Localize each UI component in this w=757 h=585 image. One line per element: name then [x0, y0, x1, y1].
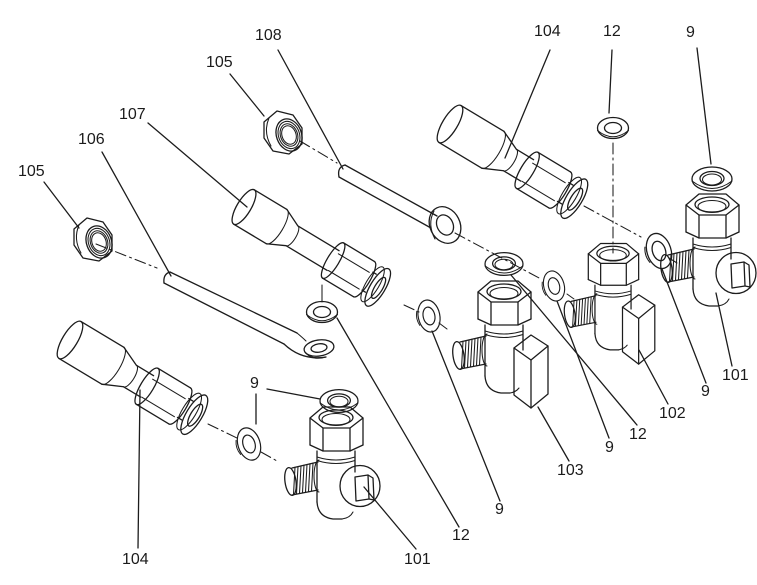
washer-12-bottom	[305, 300, 339, 324]
callout-101-bottom: 101	[404, 551, 431, 568]
callout-102: 102	[659, 405, 686, 422]
valve-103	[451, 281, 548, 408]
callout-9-top: 9	[686, 24, 695, 41]
nut-105-top	[263, 110, 308, 156]
washer-12-top	[596, 116, 630, 140]
valve-102	[563, 243, 655, 364]
washer-9-bottomleft	[231, 424, 266, 465]
callout-9-lower: 9	[495, 501, 504, 518]
callout-12-mid: 12	[629, 426, 647, 443]
callout-9-bottomleft: 9	[250, 375, 259, 392]
tube-108	[337, 164, 462, 244]
washer-9-mid	[538, 268, 569, 305]
callout-106: 106	[78, 131, 105, 148]
nut-105-left	[73, 217, 118, 263]
callout-12-top: 12	[603, 23, 621, 40]
callout-9-right: 9	[701, 383, 710, 400]
tube-assembly-104-bottom	[51, 316, 214, 439]
callout-103: 103	[557, 462, 584, 479]
callout-104-top: 104	[534, 23, 561, 40]
tube-106	[163, 271, 335, 359]
tube-assembly-104-top	[431, 100, 594, 223]
callout-105-left: 105	[18, 163, 45, 180]
leader-lines	[43, 47, 733, 550]
callout-108: 108	[255, 27, 282, 44]
valve-101-right	[659, 194, 756, 306]
callout-104-bottom: 104	[122, 551, 149, 568]
valve-101-bottom	[283, 407, 380, 519]
seat-ring-9-right	[691, 166, 733, 192]
tube-assembly-107	[226, 184, 396, 311]
washer-9-left	[412, 297, 444, 336]
callout-9-mid: 9	[605, 439, 614, 456]
callout-105-top: 105	[206, 54, 233, 71]
callout-107: 107	[119, 106, 146, 123]
assembly-axes	[95, 140, 678, 462]
callout-101-right: 101	[722, 367, 749, 384]
callout-12-bottom: 12	[452, 527, 470, 544]
seat-ring-9-center	[484, 251, 524, 277]
